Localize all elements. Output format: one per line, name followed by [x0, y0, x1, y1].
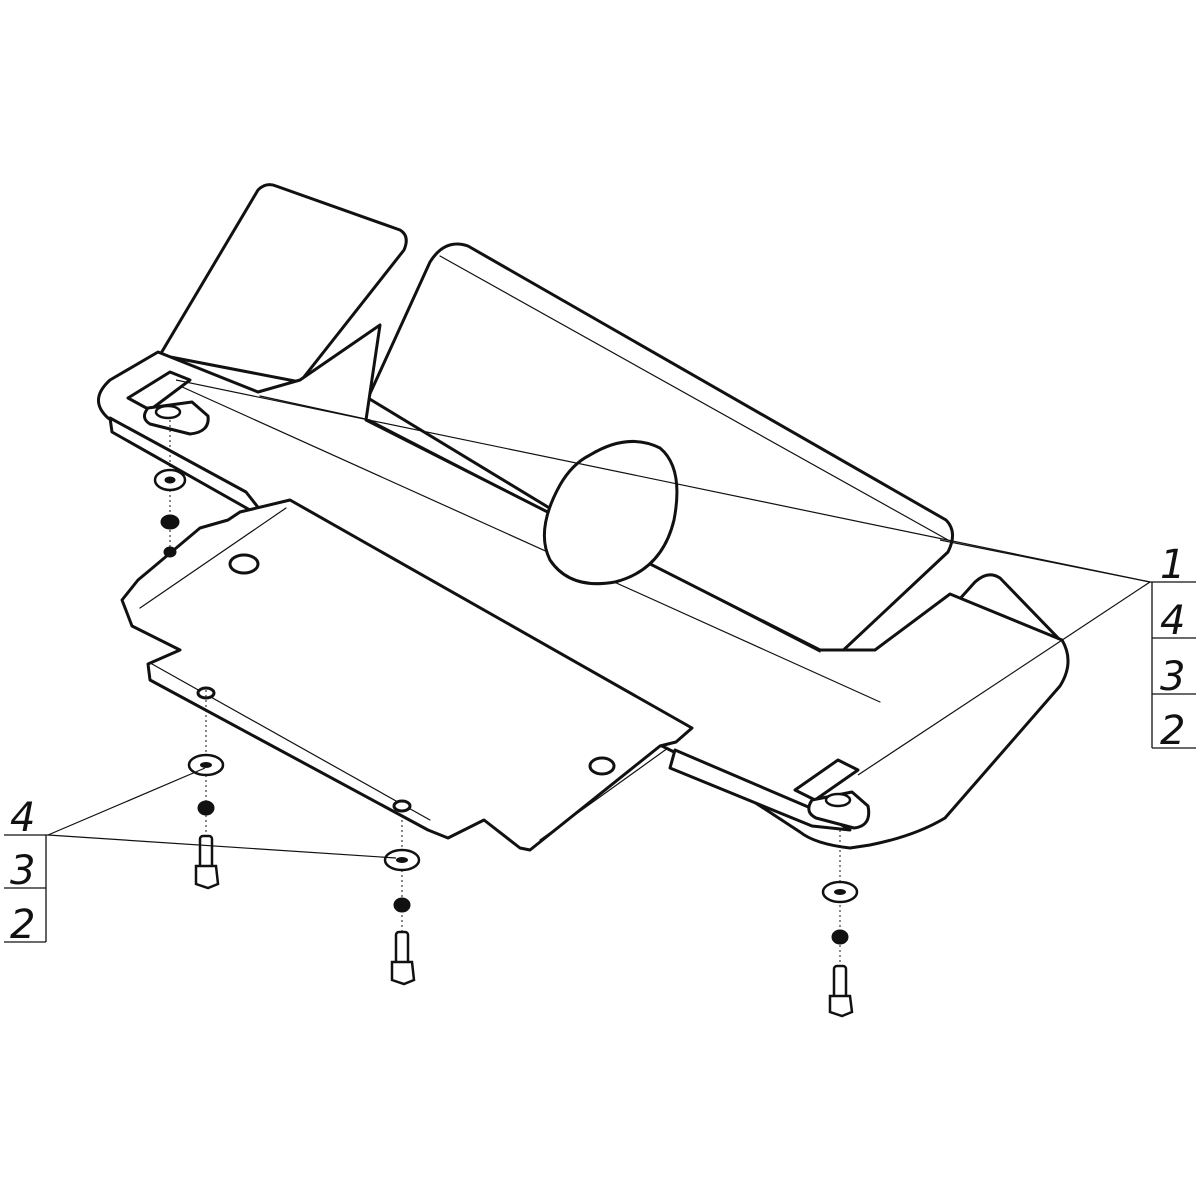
front-plate: [120, 498, 694, 852]
callout-stack-left: 4 3 2: [4, 795, 48, 948]
plate-hole-c: [196, 686, 216, 700]
right-mount-bracket: [793, 758, 871, 830]
fastener-set-left: [187, 753, 225, 890]
right-flange: [668, 748, 852, 832]
bolt-head-icon: [163, 546, 177, 558]
fastener-set-right: [821, 880, 859, 1018]
callout-label-4: 4: [1160, 598, 1185, 644]
lock-washer-icon: [831, 929, 849, 945]
fastener-set-center: [383, 848, 421, 986]
plate-hole-a: [228, 553, 260, 575]
callout-label-2: 2: [10, 902, 35, 948]
bolt-icon: [194, 834, 220, 890]
left-wing-flap: [158, 183, 408, 384]
callout-label-4: 4: [10, 795, 35, 841]
callout-label-1: 1: [1160, 542, 1185, 588]
bolt-icon: [390, 930, 416, 986]
secondary-plate: [120, 498, 694, 852]
left-mount-bracket: [126, 370, 210, 436]
lock-washer-icon: [393, 897, 411, 913]
lock-washer-icon: [197, 800, 215, 816]
plate-hole-b: [588, 756, 616, 776]
bolt-icon: [828, 964, 854, 1018]
base-plate: [97, 323, 1070, 850]
callout-stack-right: 1 4 3 2: [1150, 542, 1196, 754]
callout-label-3: 3: [10, 848, 35, 894]
callout-label-3: 3: [1160, 654, 1185, 700]
plate-hole-d: [392, 799, 412, 813]
callout-label-2: 2: [1160, 708, 1185, 754]
leader-lines: [47, 379, 1151, 859]
lock-washer-icon: [160, 514, 180, 530]
fastener-set-left-upper: [153, 468, 187, 558]
